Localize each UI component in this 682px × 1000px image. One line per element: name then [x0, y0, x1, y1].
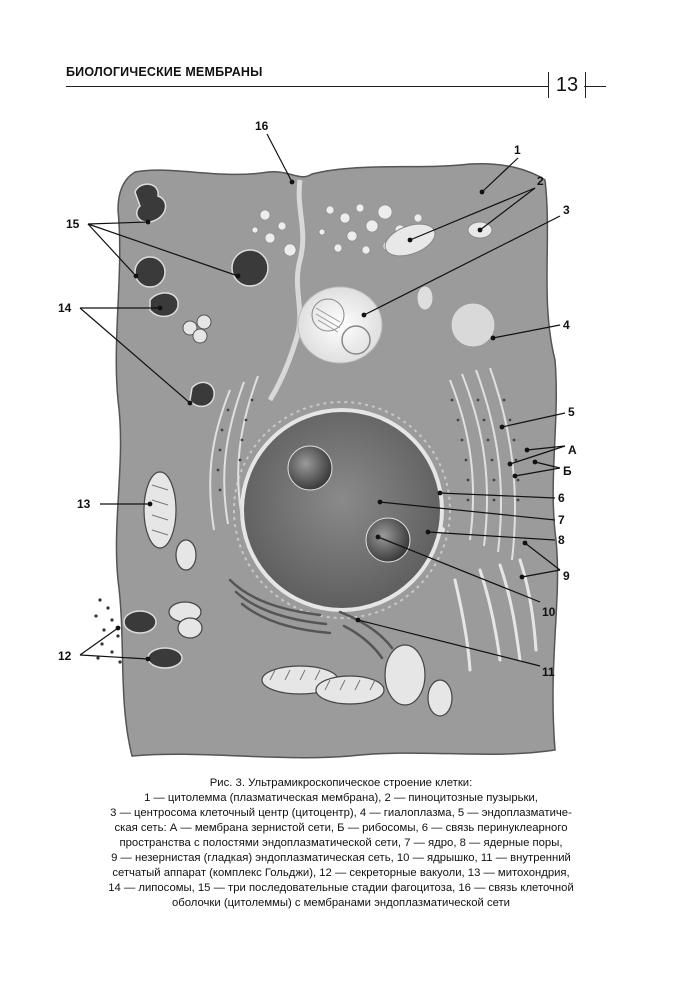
- nucleolus: [287, 445, 333, 491]
- label-5: 5: [568, 405, 575, 419]
- nucleolus-2: [365, 517, 411, 563]
- label-9: 9: [563, 569, 570, 583]
- ribosome-dots: [216, 398, 520, 502]
- label-6: 6: [558, 491, 565, 505]
- membrane-er-link: [267, 179, 306, 402]
- label-4: 4: [563, 318, 570, 332]
- label-14: 14: [58, 301, 72, 315]
- label-A: А: [568, 443, 577, 457]
- caption-line: ская сеть: А — мембрана зернистой сети, …: [114, 822, 568, 834]
- rough-er: [209, 367, 517, 561]
- cell-illustration: 1 2 3 4 5 А Б 6 7 8 9 10 11 12 13 14 15 …: [58, 119, 577, 759]
- running-head: БИОЛОГИЧЕСКИЕ МЕМБРАНЫ: [66, 65, 263, 79]
- label-10: 10: [542, 605, 556, 619]
- label-7: 7: [558, 513, 565, 527]
- label-2: 2: [537, 174, 544, 188]
- label-15: 15: [66, 217, 80, 231]
- label-1: 1: [514, 143, 521, 157]
- nucleus: [240, 408, 444, 612]
- caption-line: 1 — цитолемма (плазматическая мембрана),…: [144, 792, 538, 804]
- liposome-cluster: [182, 314, 212, 344]
- label-3: 3: [563, 203, 570, 217]
- golgi-complex: [228, 578, 394, 660]
- caption-line: сетчатый аппарат (комплекс Гольджи), 12 …: [112, 867, 570, 879]
- caption-title: Рис. 3. Ультрамикроскопическое строение …: [209, 777, 473, 789]
- liposome-1: [149, 292, 179, 318]
- caption-line: пространства с полостями эндоплазматичес…: [119, 837, 563, 849]
- mitochondria: [143, 471, 453, 717]
- header-rule-right: [584, 86, 606, 87]
- label-11: 11: [542, 665, 555, 679]
- secretory-vacuole-1: [123, 610, 157, 634]
- phagocytosis-stage-1: [134, 183, 167, 223]
- secretory-vacuole-2: [147, 647, 183, 669]
- phagocytosis-stage-3: [231, 249, 269, 287]
- caption-line: 9 — незернистая (гладкая) эндоплазматиче…: [111, 852, 571, 864]
- label-B: Б: [563, 464, 572, 478]
- page-number: 13: [548, 72, 586, 98]
- header-rule: [66, 86, 548, 87]
- caption-line: 14 — липосомы, 15 — три последовательные…: [108, 882, 574, 894]
- nuclear-pore: [439, 527, 445, 533]
- secretion-dots: [94, 598, 122, 664]
- figure-caption: Рис. 3. Ультрамикроскопическое строение …: [60, 776, 622, 911]
- cell-diagram: 1 2 3 4 5 А Б 6 7 8 9 10 11 12 13 14 15 …: [0, 100, 682, 780]
- leader-lines: [79, 133, 566, 667]
- phagocytosis-stage-2: [134, 256, 166, 288]
- caption-line: 3 — центросома клеточный центр (цитоцент…: [110, 807, 572, 819]
- leader-dots: [115, 179, 538, 662]
- label-16: 16: [255, 119, 269, 133]
- label-12: 12: [58, 649, 72, 663]
- label-8: 8: [558, 533, 565, 547]
- label-13: 13: [77, 497, 91, 511]
- caption-line: оболочки (цитолеммы) с мембранами эндопл…: [172, 897, 510, 909]
- hyaloplasm-vacuole: [450, 302, 496, 348]
- liposome-2: [189, 381, 215, 408]
